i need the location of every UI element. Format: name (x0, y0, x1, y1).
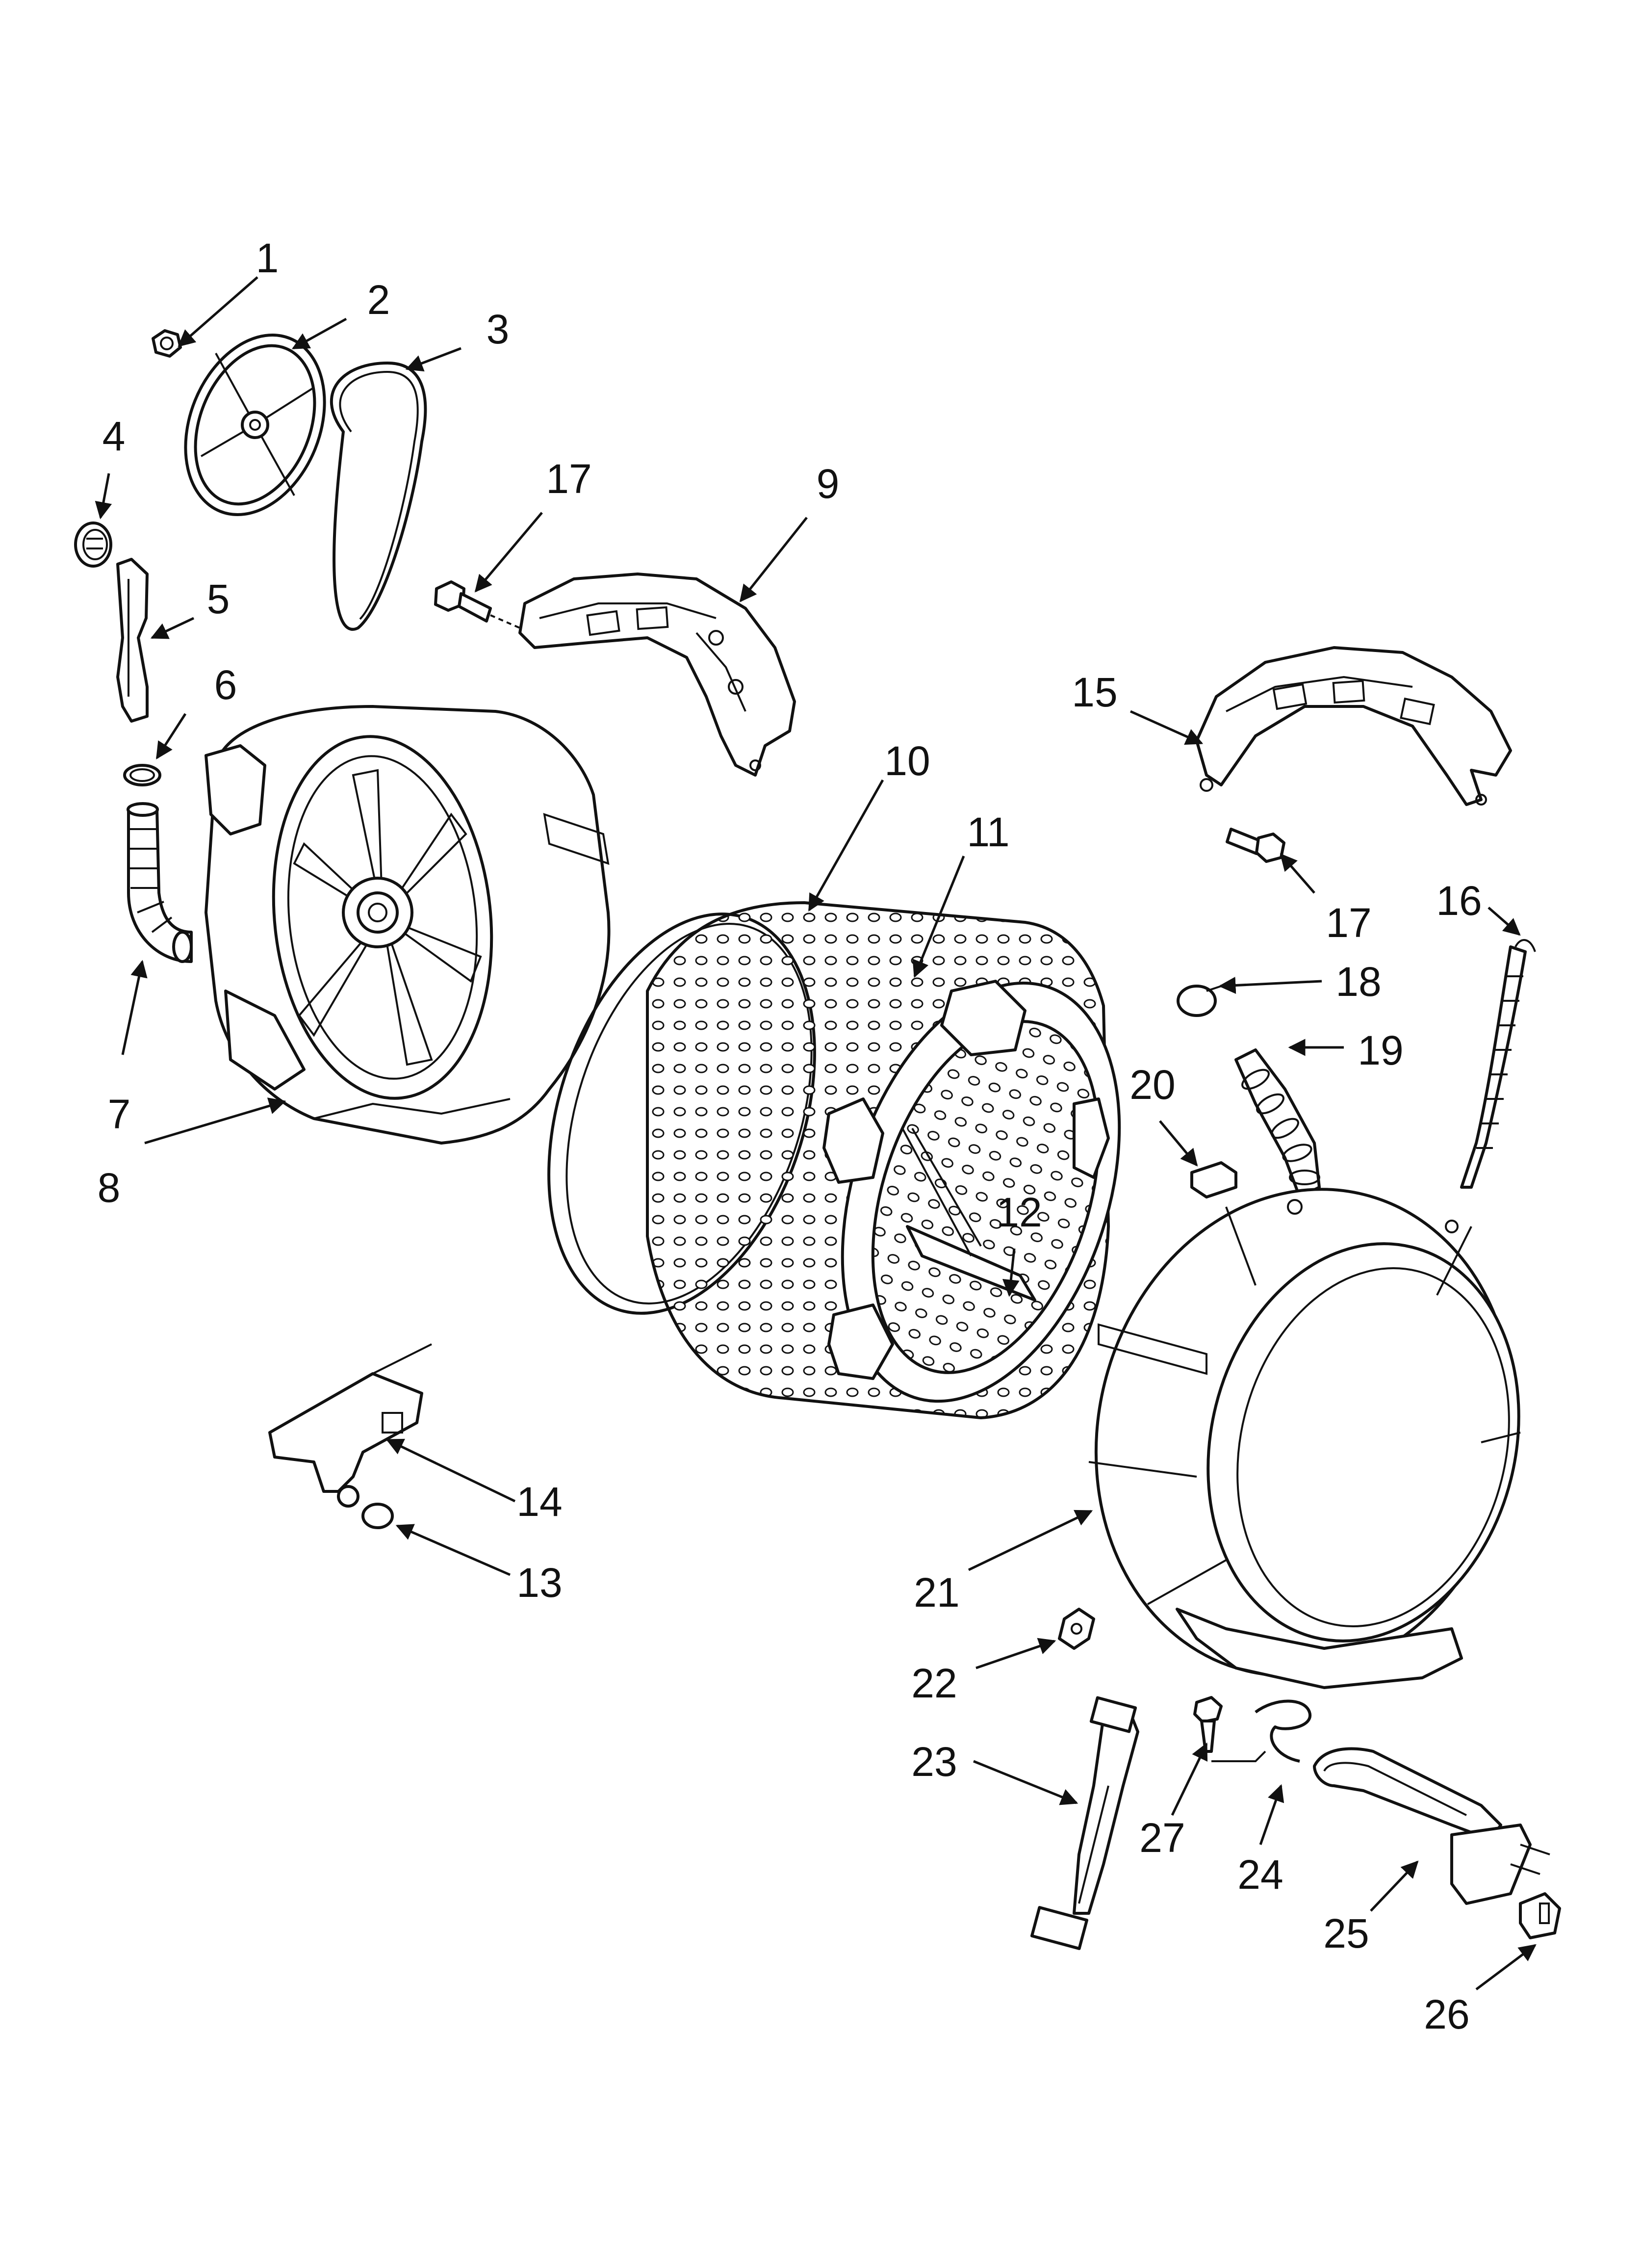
part-2-pulley (184, 334, 326, 516)
part-11-basket (646, 901, 1121, 1419)
part-19-bellows (1234, 1048, 1321, 1199)
part-24-heater-bracket (1211, 1699, 1312, 1763)
part-23-shock-absorber (1030, 1696, 1139, 1950)
callout-23: 23 (911, 1739, 957, 1785)
callout-17-top: 17 (546, 456, 591, 502)
callout-24: 24 (1237, 1851, 1283, 1898)
callout-1: 1 (256, 235, 279, 281)
part-20-clip (1190, 1161, 1237, 1199)
part-13-o-ring (361, 1503, 394, 1529)
callout-16: 16 (1436, 878, 1482, 924)
part-4-strainer-cap (74, 521, 112, 568)
callout-21: 21 (914, 1569, 959, 1616)
callout-4: 4 (103, 413, 126, 459)
part-17-bolt-top (434, 580, 520, 629)
part-22-bracket (1058, 1608, 1095, 1650)
callout-11: 11 (967, 809, 1009, 855)
callout-19: 19 (1358, 1027, 1403, 1073)
part-8-rear-tub (205, 705, 611, 1145)
callout-2: 2 (367, 277, 390, 323)
part-9-counterweight (518, 573, 796, 777)
part-18-clamp (1177, 985, 1222, 1017)
callout-9: 9 (817, 461, 840, 507)
callout-8: 8 (98, 1165, 121, 1211)
callout-13: 13 (516, 1560, 562, 1606)
part-17-bolt-right (1226, 828, 1285, 863)
callout-18: 18 (1335, 959, 1381, 1005)
part-14-bracket (268, 1343, 432, 1508)
callout-10: 10 (884, 738, 930, 784)
callout-22: 22 (911, 1660, 957, 1706)
callout-5: 5 (207, 576, 230, 622)
leader-lines (95, 276, 1537, 1990)
callout-15: 15 (1072, 669, 1117, 715)
callout-6: 6 (214, 662, 237, 708)
callout-labels: 1 2 3 4 5 6 7 8 17 9 10 11 12 15 17 16 1… (98, 235, 1482, 2037)
callout-12: 12 (996, 1189, 1042, 1235)
callout-17-right: 17 (1326, 900, 1371, 946)
part-5-bracket (116, 558, 149, 723)
part-1-nut (152, 329, 182, 358)
callout-3: 3 (487, 306, 510, 352)
part-3-belt (330, 362, 427, 631)
part-27-screw (1193, 1696, 1223, 1753)
callout-20: 20 (1129, 1062, 1175, 1108)
part-25-heater (1313, 1747, 1550, 1905)
callout-27: 27 (1139, 1815, 1185, 1861)
callout-25: 25 (1323, 1910, 1369, 1956)
part-7-drain-hose (127, 802, 193, 963)
part-15-counterweight (1195, 646, 1512, 806)
callout-26: 26 (1424, 1991, 1469, 2037)
part-21-front-tub (1088, 1188, 1521, 1689)
part-16-hose (1460, 939, 1536, 1189)
part-26-connector (1519, 1892, 1561, 1939)
callout-14: 14 (516, 1479, 562, 1525)
callout-7: 7 (108, 1091, 131, 1137)
part-6-clamp (123, 764, 161, 786)
